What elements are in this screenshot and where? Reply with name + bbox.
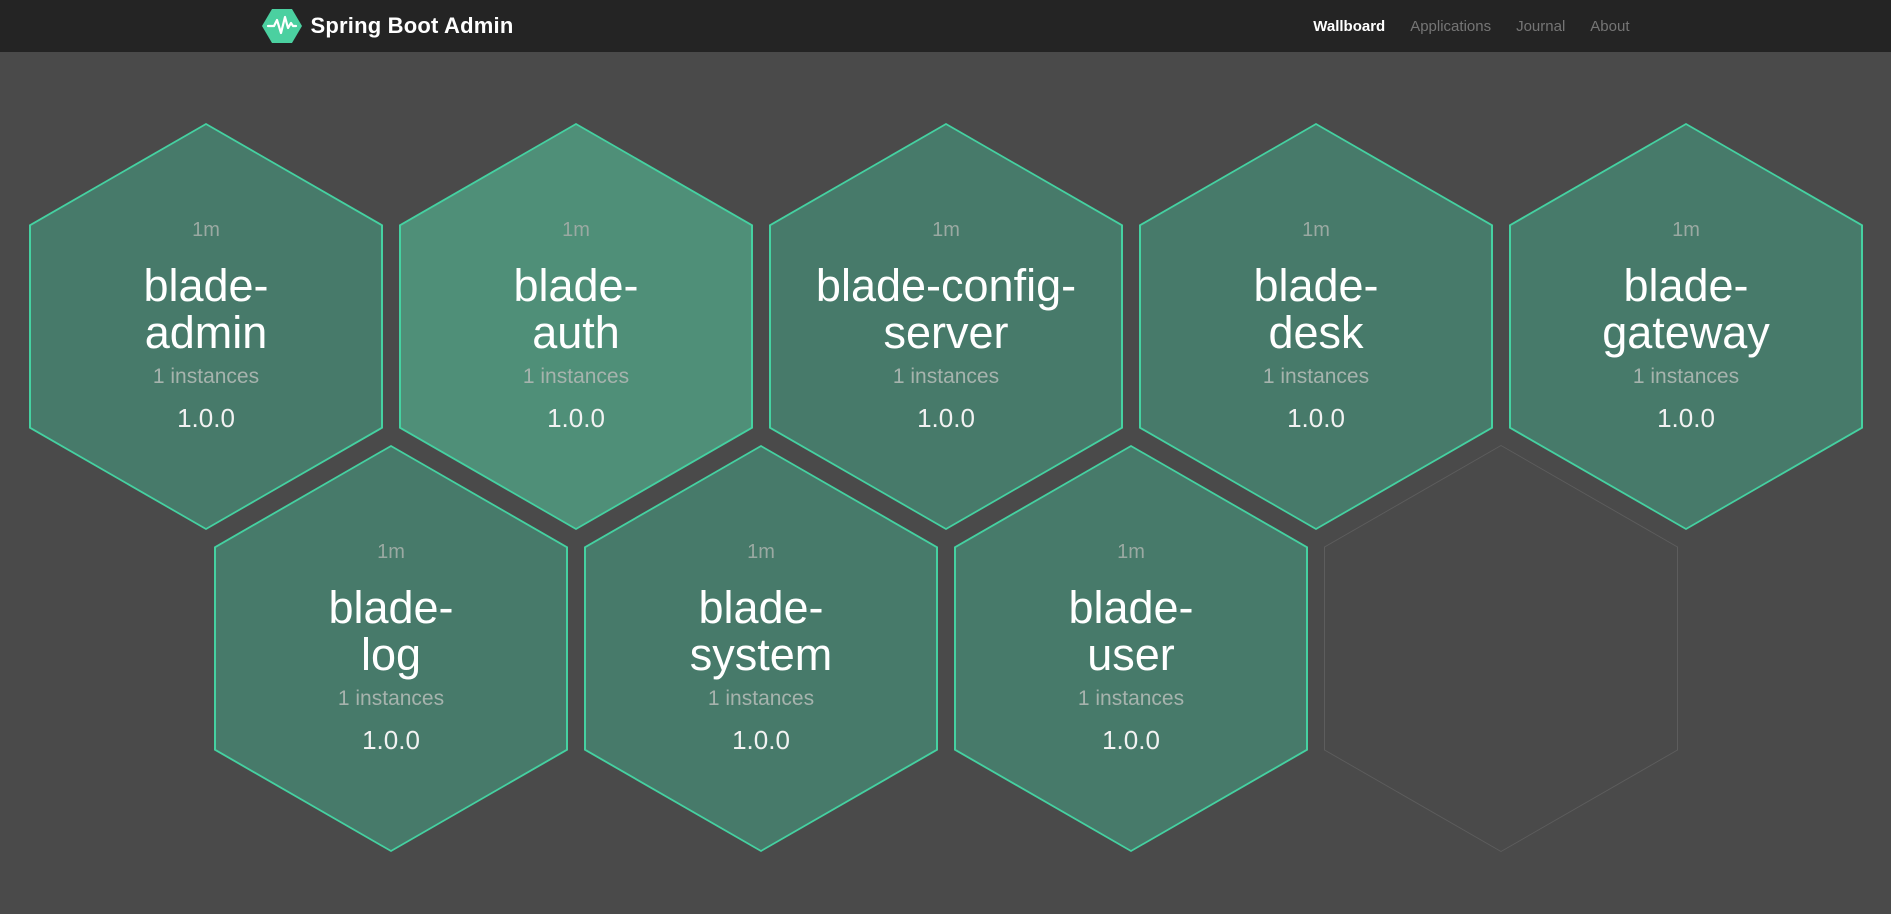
application-name: blade-log [214, 584, 568, 678]
hexagon-fill [1511, 125, 1861, 528]
application-hexagon[interactable]: 1m blade-auth 1 instances 1.0.0 [399, 123, 753, 530]
application-name-line-1: blade- [1253, 260, 1379, 311]
application-name-line-1: blade- [143, 260, 269, 311]
application-name-line-1: blade- [698, 582, 824, 633]
version-label: 1.0.0 [547, 403, 605, 433]
hexagon-content: 1m blade-config-server 1 instances 1.0.0 [769, 123, 1123, 530]
uptime-label: 1m [562, 219, 590, 241]
application-name: blade-admin [29, 262, 383, 356]
instances-label: 1 instances [1632, 365, 1740, 388]
instances-label: 1 instances [152, 365, 260, 388]
application-hexagon[interactable]: 1m blade-desk 1 instances 1.0.0 [1139, 123, 1493, 530]
application-name-line-2: user [1087, 629, 1175, 680]
nav-item-wallboard[interactable]: Wallboard [1313, 17, 1386, 35]
nav-item-applications[interactable]: Applications [1410, 17, 1492, 35]
application-name: blade-auth [399, 262, 753, 356]
version-label: 1.0.0 [917, 403, 975, 433]
application-hexagon[interactable]: 1m blade-gateway 1 instances 1.0.0 [1509, 123, 1863, 530]
hexagon-content: 1m blade-user 1 instances 1.0.0 [954, 445, 1308, 852]
instances-label: 1 instances [522, 365, 630, 388]
application-hexagon[interactable]: 1m blade-log 1 instances 1.0.0 [214, 445, 568, 852]
uptime-label: 1m [932, 219, 960, 241]
uptime-label: 1m [1672, 219, 1700, 241]
application-name-line-2: system [689, 629, 833, 680]
empty-hexagon-fill [1325, 446, 1677, 851]
hexagon-fill [1141, 125, 1491, 528]
application-name: blade-gateway [1509, 262, 1863, 356]
hexagon-content: 1m blade-auth 1 instances 1.0.0 [399, 123, 753, 530]
application-name-line-2: server [883, 307, 1009, 358]
application-name: blade-config-server [769, 262, 1123, 356]
instances-label: 1 instances [337, 687, 445, 710]
uptime-label: 1m [747, 541, 775, 563]
application-name-line-2: desk [1268, 307, 1364, 358]
hexagon-fill [216, 447, 566, 850]
application-hexagon[interactable]: 1m blade-user 1 instances 1.0.0 [954, 445, 1308, 852]
hexagon-content: 1m blade-desk 1 instances 1.0.0 [1139, 123, 1493, 530]
version-label: 1.0.0 [1657, 403, 1715, 433]
hexagon-fill [586, 447, 936, 850]
nav-item-about[interactable]: About [1590, 17, 1630, 35]
brand-link[interactable]: Spring Boot Admin [261, 9, 514, 43]
application-name: blade-desk [1139, 262, 1493, 356]
uptime-label: 1m [192, 219, 220, 241]
version-label: 1.0.0 [177, 403, 235, 433]
nav-links: Wallboard Applications Journal About [1313, 18, 1629, 35]
application-name-line-1: blade-config- [815, 260, 1077, 311]
empty-hexagon [1324, 445, 1678, 852]
hexagon-content: 1m blade-system 1 instances 1.0.0 [584, 445, 938, 852]
application-name-line-2: auth [532, 307, 620, 358]
instances-label: 1 instances [1077, 687, 1185, 710]
application-name-line-2: log [360, 629, 422, 680]
application-name-line-1: blade- [513, 260, 639, 311]
nav-item-journal[interactable]: Journal [1516, 17, 1566, 35]
uptime-label: 1m [1302, 219, 1330, 241]
application-name-line-2: gateway [1602, 307, 1770, 358]
brand-title: Spring Boot Admin [310, 13, 514, 38]
version-label: 1.0.0 [362, 725, 420, 755]
hexagon-fill [956, 447, 1306, 850]
navbar-container: Spring Boot Admin Wallboard Applications… [261, 0, 1630, 52]
application-name: blade-user [954, 584, 1308, 678]
hexagon-content: 1m blade-admin 1 instances 1.0.0 [29, 123, 383, 530]
application-name-line-1: blade- [328, 582, 454, 633]
instances-label: 1 instances [1262, 365, 1370, 388]
uptime-label: 1m [377, 541, 405, 563]
hexagon-content: 1m blade-gateway 1 instances 1.0.0 [1509, 123, 1863, 530]
application-name-line-1: blade- [1068, 582, 1194, 633]
version-label: 1.0.0 [1287, 403, 1345, 433]
application-hexagon[interactable]: 1m blade-config-server 1 instances 1.0.0 [769, 123, 1123, 530]
version-label: 1.0.0 [1102, 725, 1160, 755]
navbar: Spring Boot Admin Wallboard Applications… [0, 0, 1891, 52]
version-label: 1.0.0 [732, 725, 790, 755]
application-hexagon[interactable]: 1m blade-system 1 instances 1.0.0 [584, 445, 938, 852]
wallboard: 1m blade-admin 1 instances 1.0.0 1m blad… [0, 52, 1891, 914]
instances-label: 1 instances [892, 365, 1000, 388]
hexagon-pulse-icon [261, 9, 302, 43]
application-hexagon[interactable]: 1m blade-admin 1 instances 1.0.0 [29, 123, 383, 530]
application-name-line-1: blade- [1623, 260, 1749, 311]
instances-label: 1 instances [707, 687, 815, 710]
application-name-line-2: admin [144, 307, 268, 358]
application-name: blade-system [584, 584, 938, 678]
uptime-label: 1m [1117, 541, 1145, 563]
hexagon-content: 1m blade-log 1 instances 1.0.0 [214, 445, 568, 852]
